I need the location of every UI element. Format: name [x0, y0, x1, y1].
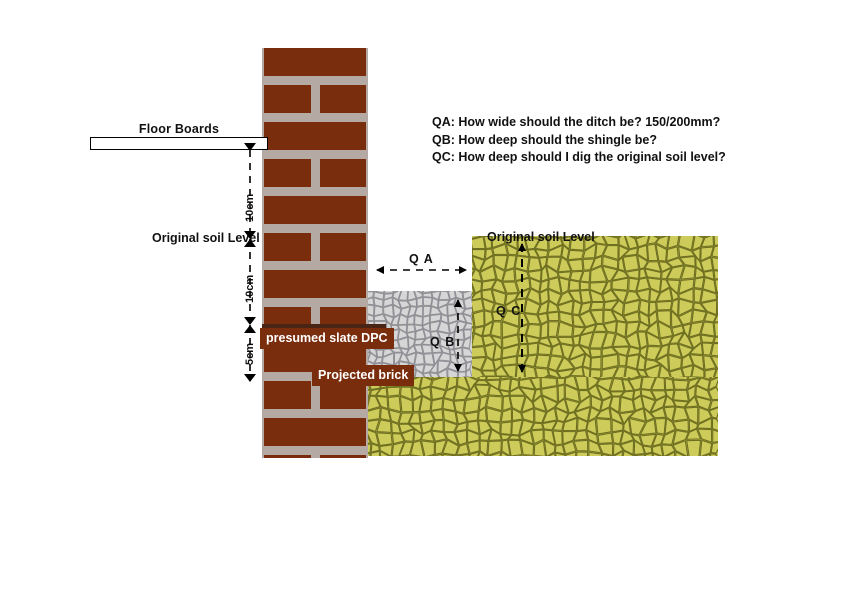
brick — [264, 381, 311, 409]
soil-below-shingle — [368, 377, 718, 456]
brick — [264, 122, 366, 150]
brick — [264, 48, 366, 76]
brick — [264, 233, 311, 261]
brick — [319, 159, 366, 187]
dimension-tick-dpc — [244, 317, 256, 333]
presumed-slate-dpc-label: presumed slate DPC — [260, 328, 394, 349]
brick — [264, 159, 311, 187]
callout-qa-label: Q A — [409, 252, 434, 266]
brick-wall — [262, 48, 368, 458]
question-qb: QB: How deep should the shingle be? — [432, 132, 658, 147]
brick — [264, 455, 311, 458]
projected-brick-label: Projected brick — [312, 365, 415, 386]
brick — [319, 85, 366, 113]
brick — [264, 270, 366, 298]
floor-boards-bar — [90, 137, 268, 150]
slate-dpc-course — [262, 324, 386, 331]
callout-qb-label: Q B — [430, 335, 456, 349]
brick — [264, 196, 366, 224]
brick — [319, 455, 366, 458]
questions-block: QA: How wide should the ditch be? 150/20… — [432, 114, 732, 167]
question-qc: QC: How deep should I dig the original s… — [432, 150, 726, 164]
callout-qc-label: Q C — [496, 304, 522, 318]
dimension-floor-to-soil-text: 10cm — [244, 193, 256, 222]
slate-dpc-projection — [368, 324, 386, 331]
brick — [264, 85, 311, 113]
dimension-dpc-to-projected-text: 5cm — [244, 342, 256, 365]
brick — [264, 418, 366, 446]
original-soil-level-label-left: Original soil Level — [152, 231, 260, 245]
dimension-tick-projected — [244, 374, 256, 382]
dimension-soil-to-dpc-text: 10cm — [244, 274, 256, 303]
soil-texture-lower — [368, 377, 718, 456]
original-soil-level-label-right: Original soil Level — [487, 230, 595, 244]
question-qa: QA: How wide should the ditch be? 150/20… — [432, 115, 721, 129]
floor-boards-label: Floor Boards — [138, 122, 220, 136]
brick — [319, 233, 366, 261]
